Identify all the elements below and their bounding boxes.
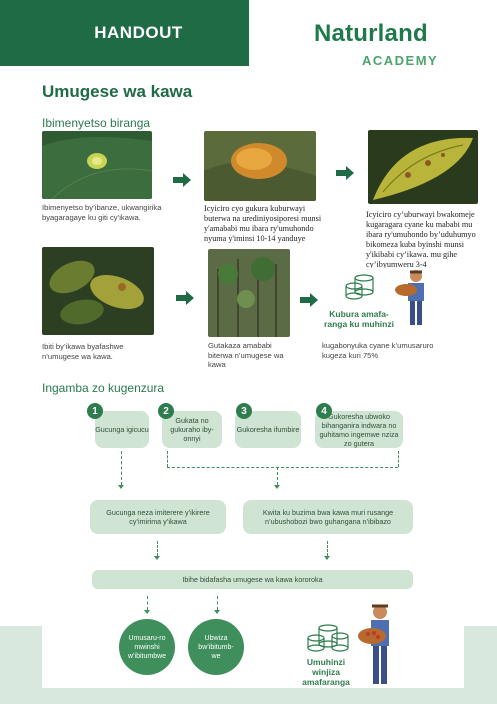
arrow-down-icon — [118, 485, 124, 489]
photo-defoliation — [208, 249, 290, 337]
arrow-right-icon — [300, 293, 318, 307]
photo-infected-branch — [42, 247, 154, 335]
arrow-down-icon — [214, 610, 220, 614]
step-box-1: Gucunga igicucu — [95, 411, 149, 448]
income-loss-illustration — [326, 268, 456, 330]
connector-line — [121, 451, 122, 485]
caption-symptom-1: Ibimenyetso by’ibanze, ukwangirika byaga… — [42, 203, 162, 222]
step-number-4: 4 — [316, 403, 332, 419]
benefit-circle-quality: Ubwiza bw’ibitumb-we — [188, 619, 244, 675]
section-control-title: Ingamba zo kugenzura — [42, 381, 165, 395]
page-title: Umugese wa kawa — [42, 82, 193, 101]
connector-line — [147, 596, 148, 610]
arrow-down-icon — [274, 485, 280, 489]
photo-leaf-spot — [42, 131, 152, 199]
connector-line — [157, 541, 158, 556]
photo-yellow-leaf — [368, 130, 478, 204]
connector-line — [398, 451, 399, 467]
arrow-right-icon — [176, 291, 194, 305]
outcome-box-2: Kwita ku buzima bwa kawa muri rusange n’… — [243, 500, 413, 534]
caption-symptom-6: kugabonyuka cyane k’umusaruro kugeza kur… — [322, 341, 434, 360]
caption-symptom-5: Gutakaza amababi biterwa n’umugese wa ka… — [208, 341, 284, 369]
benefit-circle-yield: Umusaru-ro mwinshi w’ibitumbwe — [119, 619, 175, 675]
footer-panel — [42, 626, 464, 688]
step-box-2: Gukata no gukuraho iby-onnyi — [162, 411, 222, 448]
photo-rust-spores — [204, 131, 316, 201]
brand-name: Naturland — [314, 20, 428, 47]
arrow-down-icon — [144, 610, 150, 614]
arrow-right-icon — [336, 166, 354, 180]
farmer-income-illustration — [300, 600, 410, 690]
connector-line — [327, 541, 328, 556]
outcome-box-1: Gucunga neza imiterere y’ikirere cy’imir… — [90, 500, 226, 534]
income-loss-label: Kubura amafa- ranga ku muhinzi — [324, 309, 394, 329]
step-number-3: 3 — [236, 403, 252, 419]
caption-symptom-4: Ibiti by’ikawa byafashwe n’umugese wa ka… — [42, 342, 124, 361]
connector-line — [277, 467, 278, 485]
caption-symptom-3: Icyiciro cy’uburwayi bwakomeje kugaragar… — [366, 210, 476, 268]
connector-line — [167, 451, 168, 467]
arrow-down-icon — [324, 556, 330, 560]
result-bar: Ibihe bidafasha umugese wa kawa kororoka — [92, 570, 413, 589]
handout-tag: HANDOUT — [0, 0, 249, 66]
connector-line — [217, 596, 218, 610]
connector-line — [167, 467, 398, 468]
step-number-2: 2 — [158, 403, 174, 419]
arrow-right-icon — [173, 173, 191, 187]
arrow-down-icon — [154, 556, 160, 560]
caption-symptom-2: Icyiciro cyo gukura kuburwayi buterwa na… — [204, 204, 322, 243]
step-number-1: 1 — [87, 403, 103, 419]
section-symptoms-title: Ibimenyetso biranga — [42, 116, 151, 130]
step-box-4: Gukoresha ubwoko bihanganira indwara no … — [315, 411, 403, 448]
farmer-income-label: Umuhinzi winjiza amafaranga — [302, 657, 350, 687]
brand-academy: ACADEMY — [362, 53, 439, 68]
